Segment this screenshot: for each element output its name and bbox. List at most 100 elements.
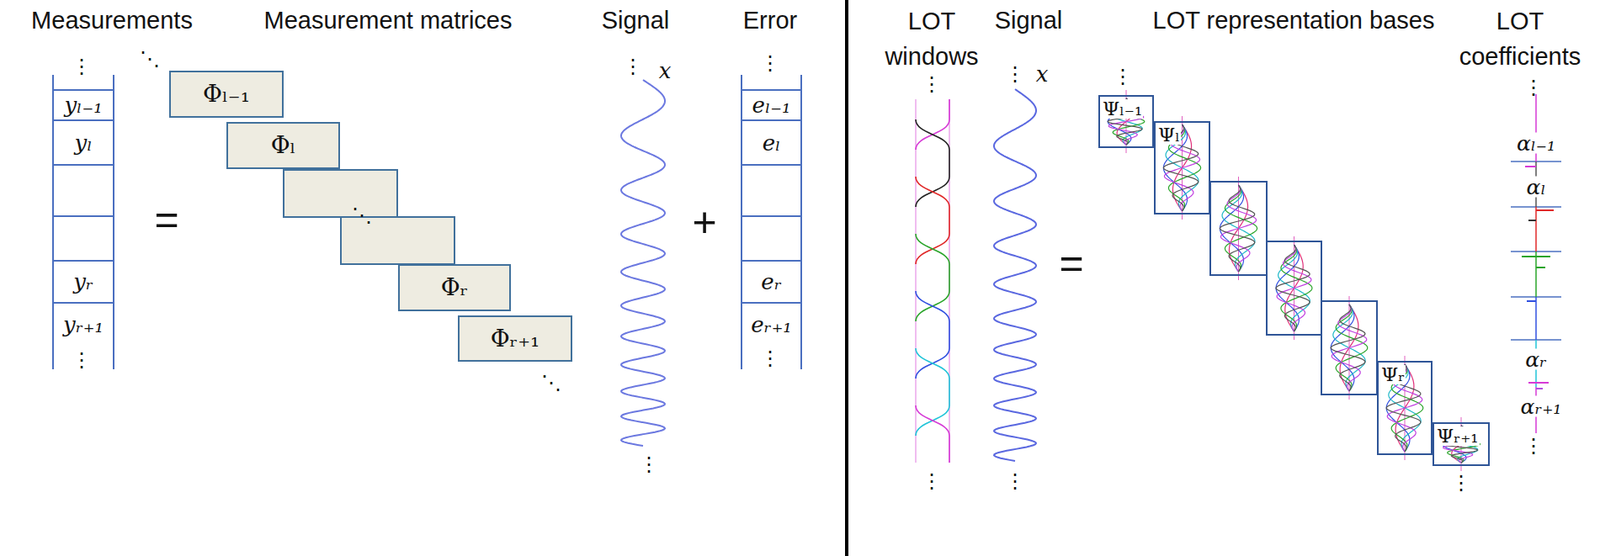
coefficient-label: αₗ: [1525, 176, 1548, 198]
vector-entry: eₗ₋₁: [752, 94, 792, 117]
vector-border: [52, 74, 54, 370]
coefficient-track: [1535, 251, 1537, 298]
ellipsis: ⋮: [921, 74, 942, 95]
vector-border: [112, 74, 115, 370]
cell-divider: [53, 89, 114, 91]
coefficient-track: [1535, 297, 1537, 341]
ellipsis: ⋮: [71, 350, 92, 371]
vector-cell: eᵣ₊₁: [741, 302, 802, 347]
ellipsis: ⋮: [1523, 435, 1544, 457]
signal-label: x: [1036, 63, 1049, 86]
block-label: Ψₗ₋₁: [1101, 99, 1143, 119]
ellipsis: ⋮: [622, 56, 644, 77]
vector-entry: yₗ₋₁: [63, 94, 102, 117]
coefficient-spike: [1528, 382, 1549, 384]
operator: =: [1058, 242, 1084, 285]
window-curve: [915, 348, 950, 436]
ellipsis: ⋮: [638, 454, 660, 475]
panel-divider: [845, 0, 849, 556]
matrix-block: Φᵣ: [398, 264, 511, 312]
coefficient-spike: [1528, 219, 1537, 222]
basis-curve: [1276, 244, 1312, 332]
vector-entry: yᵣ: [73, 271, 94, 293]
measurement-vector: [53, 74, 114, 370]
column-header: LOT representation bases: [1153, 2, 1436, 38]
column-header: LOT coefficients: [1451, 3, 1590, 75]
coefficient-spike: [1525, 165, 1537, 168]
ellipsis: ⋮: [1004, 63, 1026, 85]
signal-label: x: [659, 59, 672, 82]
column-header: Error: [743, 2, 798, 38]
window-curve: [915, 405, 950, 463]
coefficient-label: αᵣ: [1523, 349, 1549, 371]
coefficient-spike: [1536, 209, 1554, 212]
block-label: Ψᵣ₊₁: [1435, 426, 1480, 447]
signal-waves: [621, 79, 1037, 462]
basis-curve: [1331, 304, 1367, 392]
ellipsis: ⋮: [71, 56, 92, 77]
cell-divider: [53, 260, 114, 262]
basis-block: Ψₗ: [1153, 121, 1211, 215]
column-header: Signal: [994, 2, 1064, 38]
operator: +: [691, 201, 717, 244]
column-header: Measurements: [31, 2, 193, 38]
cell-divider: [741, 89, 802, 91]
vector-cell: yₗ₋₁: [53, 90, 114, 121]
window-curve: [915, 233, 950, 322]
vector-cell: yᵣ₊₁: [53, 302, 114, 347]
window-curve: [915, 99, 950, 150]
cell-divider: [741, 164, 802, 166]
signal-curve: [994, 89, 1037, 462]
ellipsis: ⋮: [760, 53, 781, 74]
ellipsis: ⋱: [139, 48, 160, 70]
window-curve: [915, 176, 950, 265]
ellipsis: ⋮: [1112, 66, 1133, 87]
cell-divider: [53, 215, 114, 218]
signal-curve: [621, 79, 665, 447]
block-label: Ψₗ: [1157, 125, 1181, 145]
basis-block: [1266, 241, 1322, 335]
vector-entry: eᵣ: [760, 271, 782, 293]
cell-divider: [53, 164, 114, 166]
lot-windows: [915, 99, 950, 463]
vector-border: [800, 74, 803, 370]
basis-curve: [1275, 244, 1310, 332]
basis-curve: [1219, 185, 1255, 272]
ellipsis: ⋮: [760, 348, 781, 369]
ellipsis: ⋮: [1004, 471, 1026, 492]
block-label: Ψᵣ: [1380, 365, 1406, 385]
matrix-block: Φᵣ₊₁: [457, 315, 573, 362]
vector-entry: yᵣ₊₁: [63, 313, 104, 336]
operator: =: [154, 198, 179, 241]
ellipsis: ⋮: [1451, 473, 1472, 494]
basis-curves: [1107, 90, 1480, 472]
block-label: Φᵣ₊₁: [490, 327, 541, 351]
coefficient-label: αᵣ₊₁: [1519, 396, 1564, 418]
coefficient-label: αₗ₋₁: [1514, 132, 1558, 155]
cell-divider: [741, 302, 802, 304]
basis-block: [1210, 181, 1267, 276]
column-header: Signal: [601, 2, 670, 38]
coefficient-spike: [1526, 300, 1537, 303]
column-header: Measurement matrices: [264, 2, 513, 38]
matrix-block: Φₗ₋₁: [169, 70, 284, 118]
vector-cell: eₗ₋₁: [741, 90, 802, 121]
vector-entry: yₗ: [74, 132, 93, 155]
basis-block: Ψᵣ: [1376, 361, 1433, 456]
matrix-block: [283, 170, 398, 218]
ellipsis: ⋱: [541, 372, 562, 394]
vector-cell: eₗ: [741, 120, 802, 165]
cell-divider: [741, 215, 802, 218]
matrix-block: Φₗ: [226, 122, 341, 170]
basis-curve: [1220, 185, 1256, 272]
cell-divider: [53, 119, 114, 122]
error-vector: [741, 74, 802, 370]
basis-block: [1321, 301, 1377, 395]
vector-cell: eᵣ: [741, 260, 802, 303]
cell-divider: [53, 302, 114, 304]
cell-divider: [741, 260, 802, 262]
basis-block: Ψₗ₋₁: [1098, 95, 1154, 149]
block-label: Φₗ₋₁: [202, 82, 250, 107]
ellipsis: ⋮: [921, 471, 942, 492]
